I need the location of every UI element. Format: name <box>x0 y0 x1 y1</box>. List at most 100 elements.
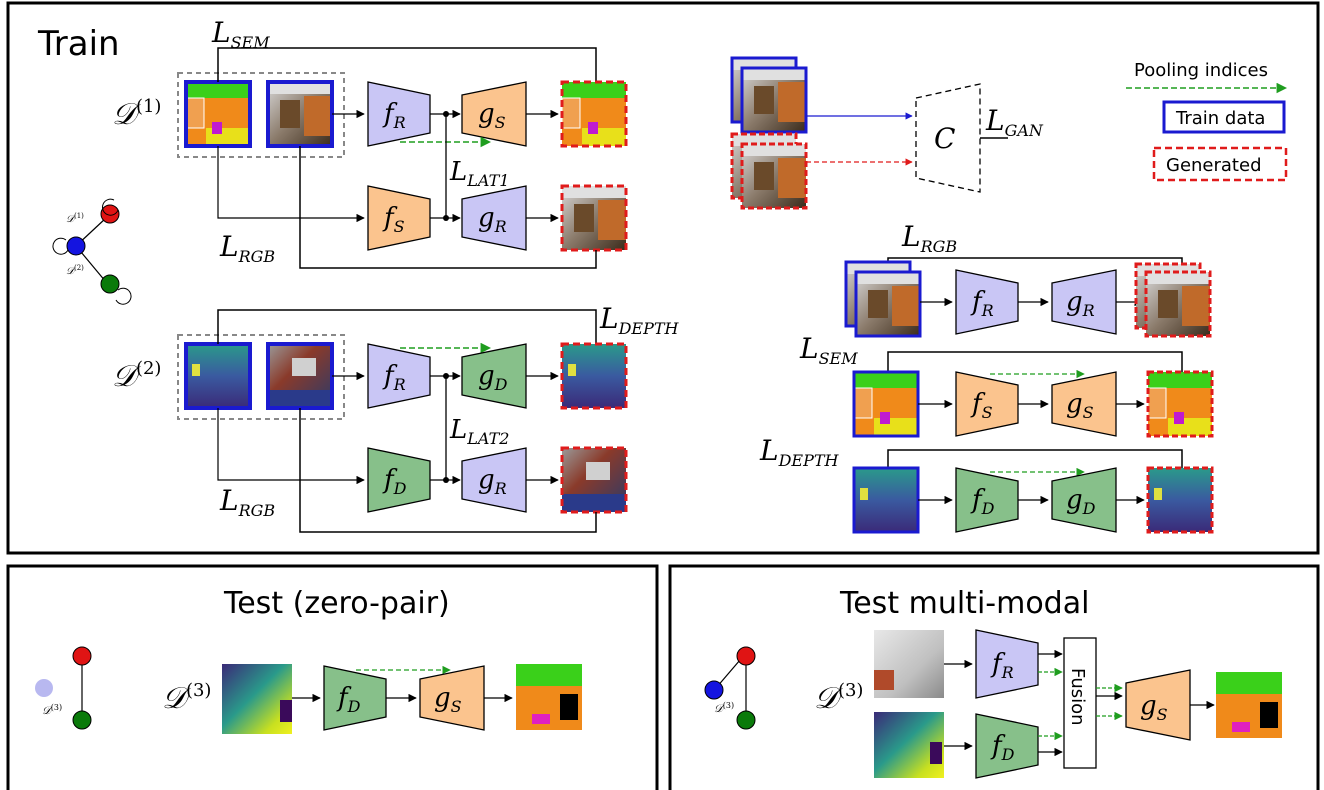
l-sem-loop-line <box>217 47 597 82</box>
l-rgb-label-1: LRGB <box>219 230 275 266</box>
l-depth-ae-label: LDEPTH <box>759 434 840 470</box>
domain-graph-multimodal: 𝒟(3) <box>704 646 756 730</box>
node-red <box>100 204 120 224</box>
legend-train-label: Train data <box>1175 108 1265 129</box>
legend-pooling-label: Pooling indices <box>1134 60 1268 81</box>
test-zero-pair-title: Test (zero-pair) <box>223 586 450 621</box>
g-r-decoder <box>461 185 527 251</box>
zp-g-s-label: gS <box>434 683 462 716</box>
critic-network <box>915 83 981 193</box>
f-r-encoder-2 <box>367 343 431 409</box>
f-r-encoder <box>367 81 431 147</box>
fusion-label: Fusion <box>1067 668 1088 726</box>
mm-g-s-label: gS <box>1140 691 1168 724</box>
l-rgb-label-2: LRGB <box>219 484 275 520</box>
l-gan-label: LGAN <box>985 104 1044 140</box>
g-s-decoder <box>461 81 527 147</box>
g-r-label: gR <box>478 203 507 236</box>
l-depth-label-1: LDEPTH <box>599 302 680 338</box>
fusion-block <box>1063 637 1097 769</box>
domain-graph-zero-pair: 𝒟(3) <box>35 646 92 730</box>
svg-text:𝒟(3): 𝒟(3) <box>714 701 734 715</box>
ae-sem-input <box>852 370 920 438</box>
d1-rgb-image <box>266 80 334 148</box>
l-lat1-label: LLAT1 <box>449 157 509 190</box>
l-sem-label: LSEM <box>211 16 270 52</box>
zp-g-s <box>419 665 485 731</box>
ae-g-d-label: gD <box>1066 485 1096 518</box>
critic-label: C <box>934 122 955 155</box>
svg-text:𝒟(1): 𝒟(1) <box>66 212 84 225</box>
legend-train-box <box>1162 100 1286 134</box>
d2-rgb-image <box>266 342 334 410</box>
mm-g-s <box>1125 669 1191 741</box>
l-sem-ae-label: LSEM <box>799 332 858 368</box>
l-rgb-loop-line-1 <box>299 146 597 269</box>
ae-rgb-input <box>844 260 922 338</box>
ae-f-r <box>955 269 1019 335</box>
l-lat2-label: LLAT2 <box>449 415 509 448</box>
ae-g-s-label: gS <box>1066 389 1094 422</box>
gen-depth-image-1 <box>560 342 628 410</box>
mm-sem-output <box>1216 672 1282 738</box>
l-rgb-ae-label: LRGB <box>901 220 957 256</box>
ae-g-d <box>1051 467 1117 533</box>
ae-depth-output <box>1146 466 1214 534</box>
l-depth-loop-line-1 <box>217 309 597 344</box>
d2-label: 𝒟(2) <box>112 358 161 394</box>
gen-sem-image-1 <box>560 80 628 148</box>
ae-rgb-output <box>1134 262 1212 338</box>
d1-sem-image <box>184 80 252 148</box>
zp-sem-output <box>516 664 582 730</box>
l-rgb-loop-line-2 <box>299 408 597 533</box>
zp-depth-input <box>222 664 292 734</box>
d3-label-zero-pair: 𝒟(3) <box>162 680 211 716</box>
ae-g-r-label: gR <box>1066 287 1095 320</box>
d1-pair-box <box>177 72 345 158</box>
svg-text:𝒟(3): 𝒟(3) <box>42 703 62 717</box>
train-title: Train <box>37 24 120 64</box>
node-blue <box>66 236 86 256</box>
legend-generated-label: Generated <box>1166 155 1262 176</box>
gan-train-images <box>730 56 808 134</box>
node-green <box>100 274 120 294</box>
l-depth-ae-loop <box>887 449 1183 468</box>
train-panel <box>6 1 1320 555</box>
arrow-depth-to-fd <box>217 408 365 485</box>
test-multimodal-panel <box>668 564 1320 790</box>
f-s-encoder <box>367 185 431 251</box>
ae-f-s <box>955 371 1019 437</box>
zp-f-d <box>323 665 387 731</box>
mm-depth-input <box>874 712 944 778</box>
mm-rgb-input <box>874 630 944 698</box>
latent-junction-4 <box>443 477 449 483</box>
mm-f-r <box>975 629 1039 699</box>
test-multimodal-title: Test multi-modal <box>839 586 1089 621</box>
d3-label-multimodal: 𝒟(3) <box>814 680 863 716</box>
arrow-sem-to-fs <box>217 146 365 223</box>
d1-label: 𝒟(1) <box>112 96 161 132</box>
d2-depth-image <box>184 342 252 410</box>
gen-rgb-image-1 <box>560 184 628 252</box>
g-d-label: gD <box>478 361 508 394</box>
gan-generated-images <box>730 132 808 210</box>
mm-f-d <box>975 713 1039 779</box>
f-d-encoder <box>367 447 431 513</box>
legend-generated-box <box>1152 146 1288 182</box>
ae-g-r <box>1051 269 1117 335</box>
latent-junction-2 <box>443 215 449 221</box>
g-r-decoder-2 <box>461 447 527 513</box>
ae-sem-output <box>1146 370 1214 438</box>
ae-depth-input <box>852 466 920 534</box>
g-s-label: gS <box>478 99 506 132</box>
g-r-label-2: gR <box>478 465 507 498</box>
svg-text:𝒟(2): 𝒟(2) <box>66 264 84 277</box>
d2-pair-box <box>177 334 345 420</box>
l-sem-ae-loop <box>887 351 1183 372</box>
ae-f-d <box>955 467 1019 533</box>
ae-g-s <box>1051 371 1117 437</box>
domain-graph-train: 𝒟(1) 𝒟(2) <box>52 198 132 305</box>
g-d-decoder <box>461 343 527 409</box>
gen-rgb-image-2 <box>560 446 628 514</box>
